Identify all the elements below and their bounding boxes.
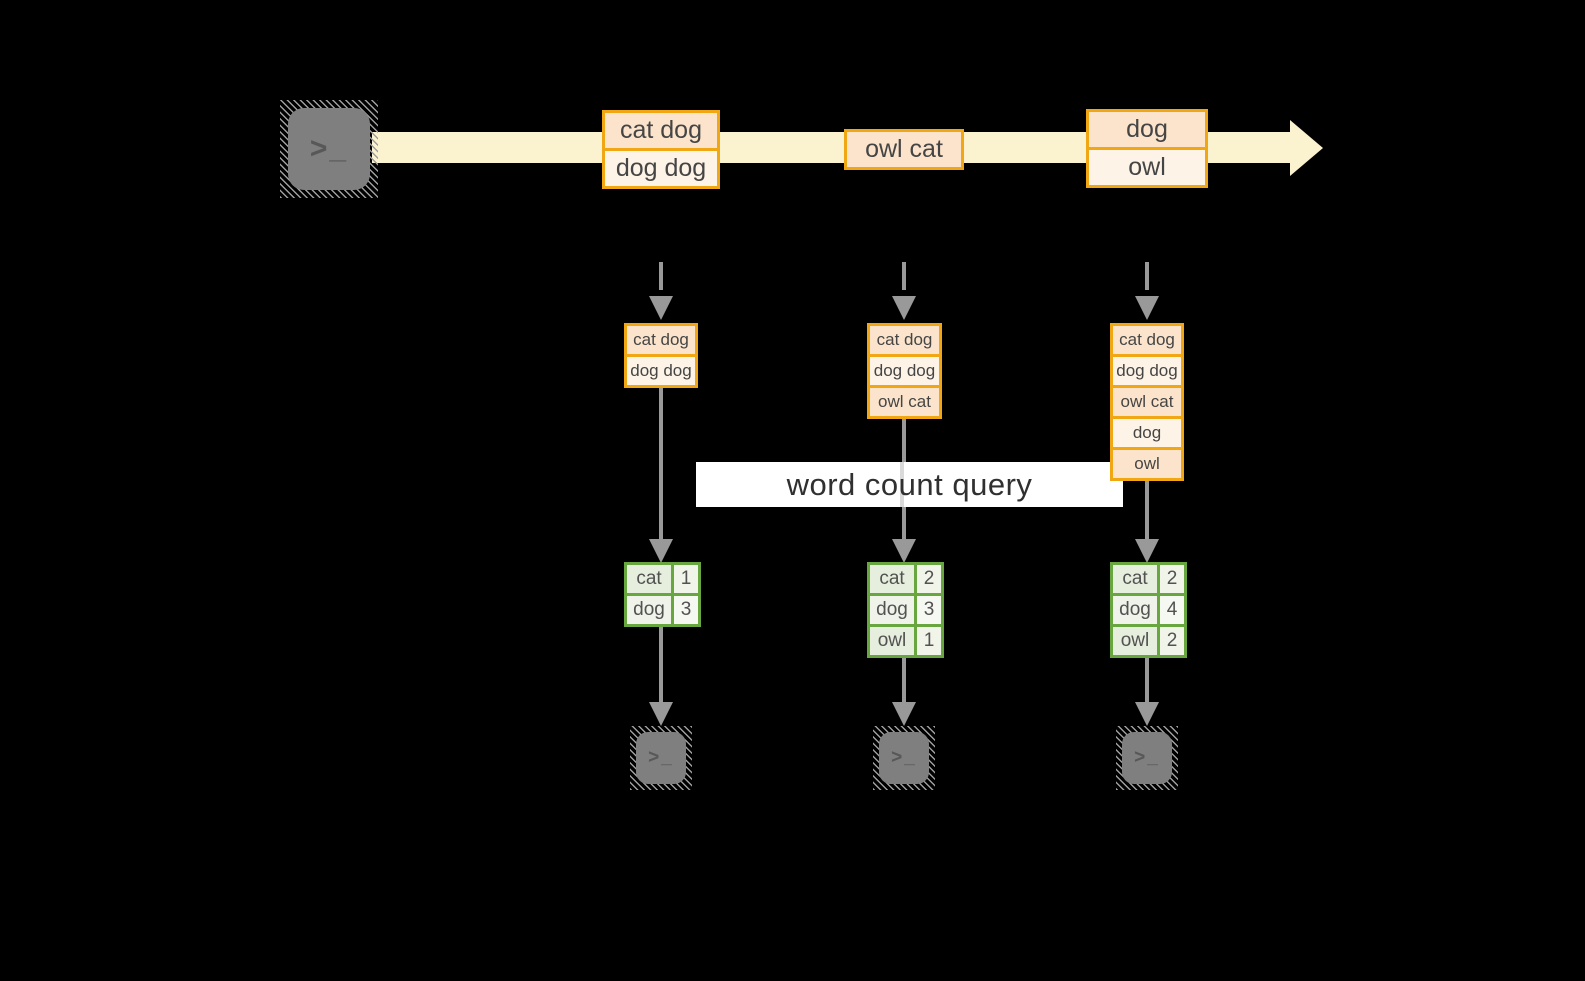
connector-line-through-banner bbox=[900, 462, 904, 507]
terminal-screen: >_ bbox=[879, 732, 929, 784]
window-event: cat dog bbox=[1113, 326, 1181, 354]
arrowhead-icon bbox=[892, 702, 916, 726]
stream-event: owl cat bbox=[847, 132, 961, 167]
table-cell-count: 2 bbox=[917, 565, 941, 593]
table-cell-count: 2 bbox=[1160, 627, 1184, 655]
count-table-3: cat 2 dog 4 owl 2 bbox=[1110, 562, 1187, 658]
stream-event: owl bbox=[1089, 150, 1205, 185]
table-cell-word: owl bbox=[870, 627, 914, 655]
connector-line bbox=[659, 387, 663, 545]
stream-event: dog dog bbox=[605, 151, 717, 186]
window-event: dog dog bbox=[870, 357, 939, 385]
window-stack-1: cat dog dog dog bbox=[624, 323, 698, 388]
table-cell-word: owl bbox=[1113, 627, 1157, 655]
arrowhead-icon bbox=[1135, 702, 1159, 726]
connector-line bbox=[902, 658, 906, 704]
stream-box-2: owl cat bbox=[844, 129, 964, 170]
terminal-prompt-glyph: >_ bbox=[309, 132, 349, 165]
arrowhead-icon bbox=[892, 539, 916, 563]
window-stack-2: cat dog dog dog owl cat bbox=[867, 323, 942, 419]
arrowhead-icon bbox=[649, 296, 673, 320]
terminal-prompt-glyph: >_ bbox=[891, 747, 917, 768]
stream-event: cat dog bbox=[605, 113, 717, 148]
count-table-1: cat 1 dog 3 bbox=[624, 562, 701, 627]
query-banner: word count query bbox=[696, 462, 1123, 507]
arrowhead-icon bbox=[1135, 539, 1159, 563]
count-table-2: cat 2 dog 3 owl 1 bbox=[867, 562, 944, 658]
table-cell-count: 3 bbox=[917, 596, 941, 624]
terminal-screen: >_ bbox=[636, 732, 686, 784]
connector-line bbox=[659, 627, 663, 704]
arrowhead-icon bbox=[892, 296, 916, 320]
table-cell-word: dog bbox=[1113, 596, 1157, 624]
table-cell-word: cat bbox=[870, 565, 914, 593]
window-event: owl cat bbox=[870, 388, 939, 416]
stream-event: dog bbox=[1089, 112, 1205, 147]
table-cell-word: dog bbox=[627, 596, 671, 624]
arrowhead-icon bbox=[1135, 296, 1159, 320]
table-cell-count: 2 bbox=[1160, 565, 1184, 593]
table-cell-count: 3 bbox=[674, 596, 698, 624]
window-event: owl cat bbox=[1113, 388, 1181, 416]
table-cell-count: 4 bbox=[1160, 596, 1184, 624]
terminal-prompt-glyph: >_ bbox=[648, 747, 674, 768]
table-cell-word: dog bbox=[870, 596, 914, 624]
window-event: cat dog bbox=[627, 326, 695, 354]
window-event: cat dog bbox=[870, 326, 939, 354]
dashed-arrow-icon bbox=[659, 262, 663, 290]
stream-box-1: cat dog dog dog bbox=[602, 110, 720, 189]
arrowhead-icon bbox=[649, 702, 673, 726]
table-cell-word: cat bbox=[1113, 565, 1157, 593]
window-event: owl bbox=[1113, 450, 1181, 478]
arrowhead-icon bbox=[649, 539, 673, 563]
sink-terminal-icon: >_ bbox=[1116, 726, 1178, 790]
dashed-arrow-icon bbox=[902, 262, 906, 290]
dashed-arrow-icon bbox=[1145, 262, 1149, 290]
connector-line bbox=[1145, 658, 1149, 704]
source-terminal-icon: >_ bbox=[280, 100, 378, 198]
connector-line bbox=[1145, 480, 1149, 545]
query-label: word count query bbox=[786, 466, 1033, 502]
sink-terminal-icon: >_ bbox=[630, 726, 692, 790]
table-cell-count: 1 bbox=[917, 627, 941, 655]
stream-box-3: dog owl bbox=[1086, 109, 1208, 188]
stream-arrowhead-icon bbox=[1290, 120, 1323, 176]
table-cell-count: 1 bbox=[674, 565, 698, 593]
window-event: dog dog bbox=[1113, 357, 1181, 385]
window-event: dog dog bbox=[627, 357, 695, 385]
terminal-screen: >_ bbox=[1122, 732, 1172, 784]
sink-terminal-icon: >_ bbox=[873, 726, 935, 790]
terminal-prompt-glyph: >_ bbox=[1134, 747, 1160, 768]
terminal-screen: >_ bbox=[288, 108, 370, 190]
window-event: dog bbox=[1113, 419, 1181, 447]
table-cell-word: cat bbox=[627, 565, 671, 593]
window-stack-3: cat dog dog dog owl cat dog owl bbox=[1110, 323, 1184, 481]
